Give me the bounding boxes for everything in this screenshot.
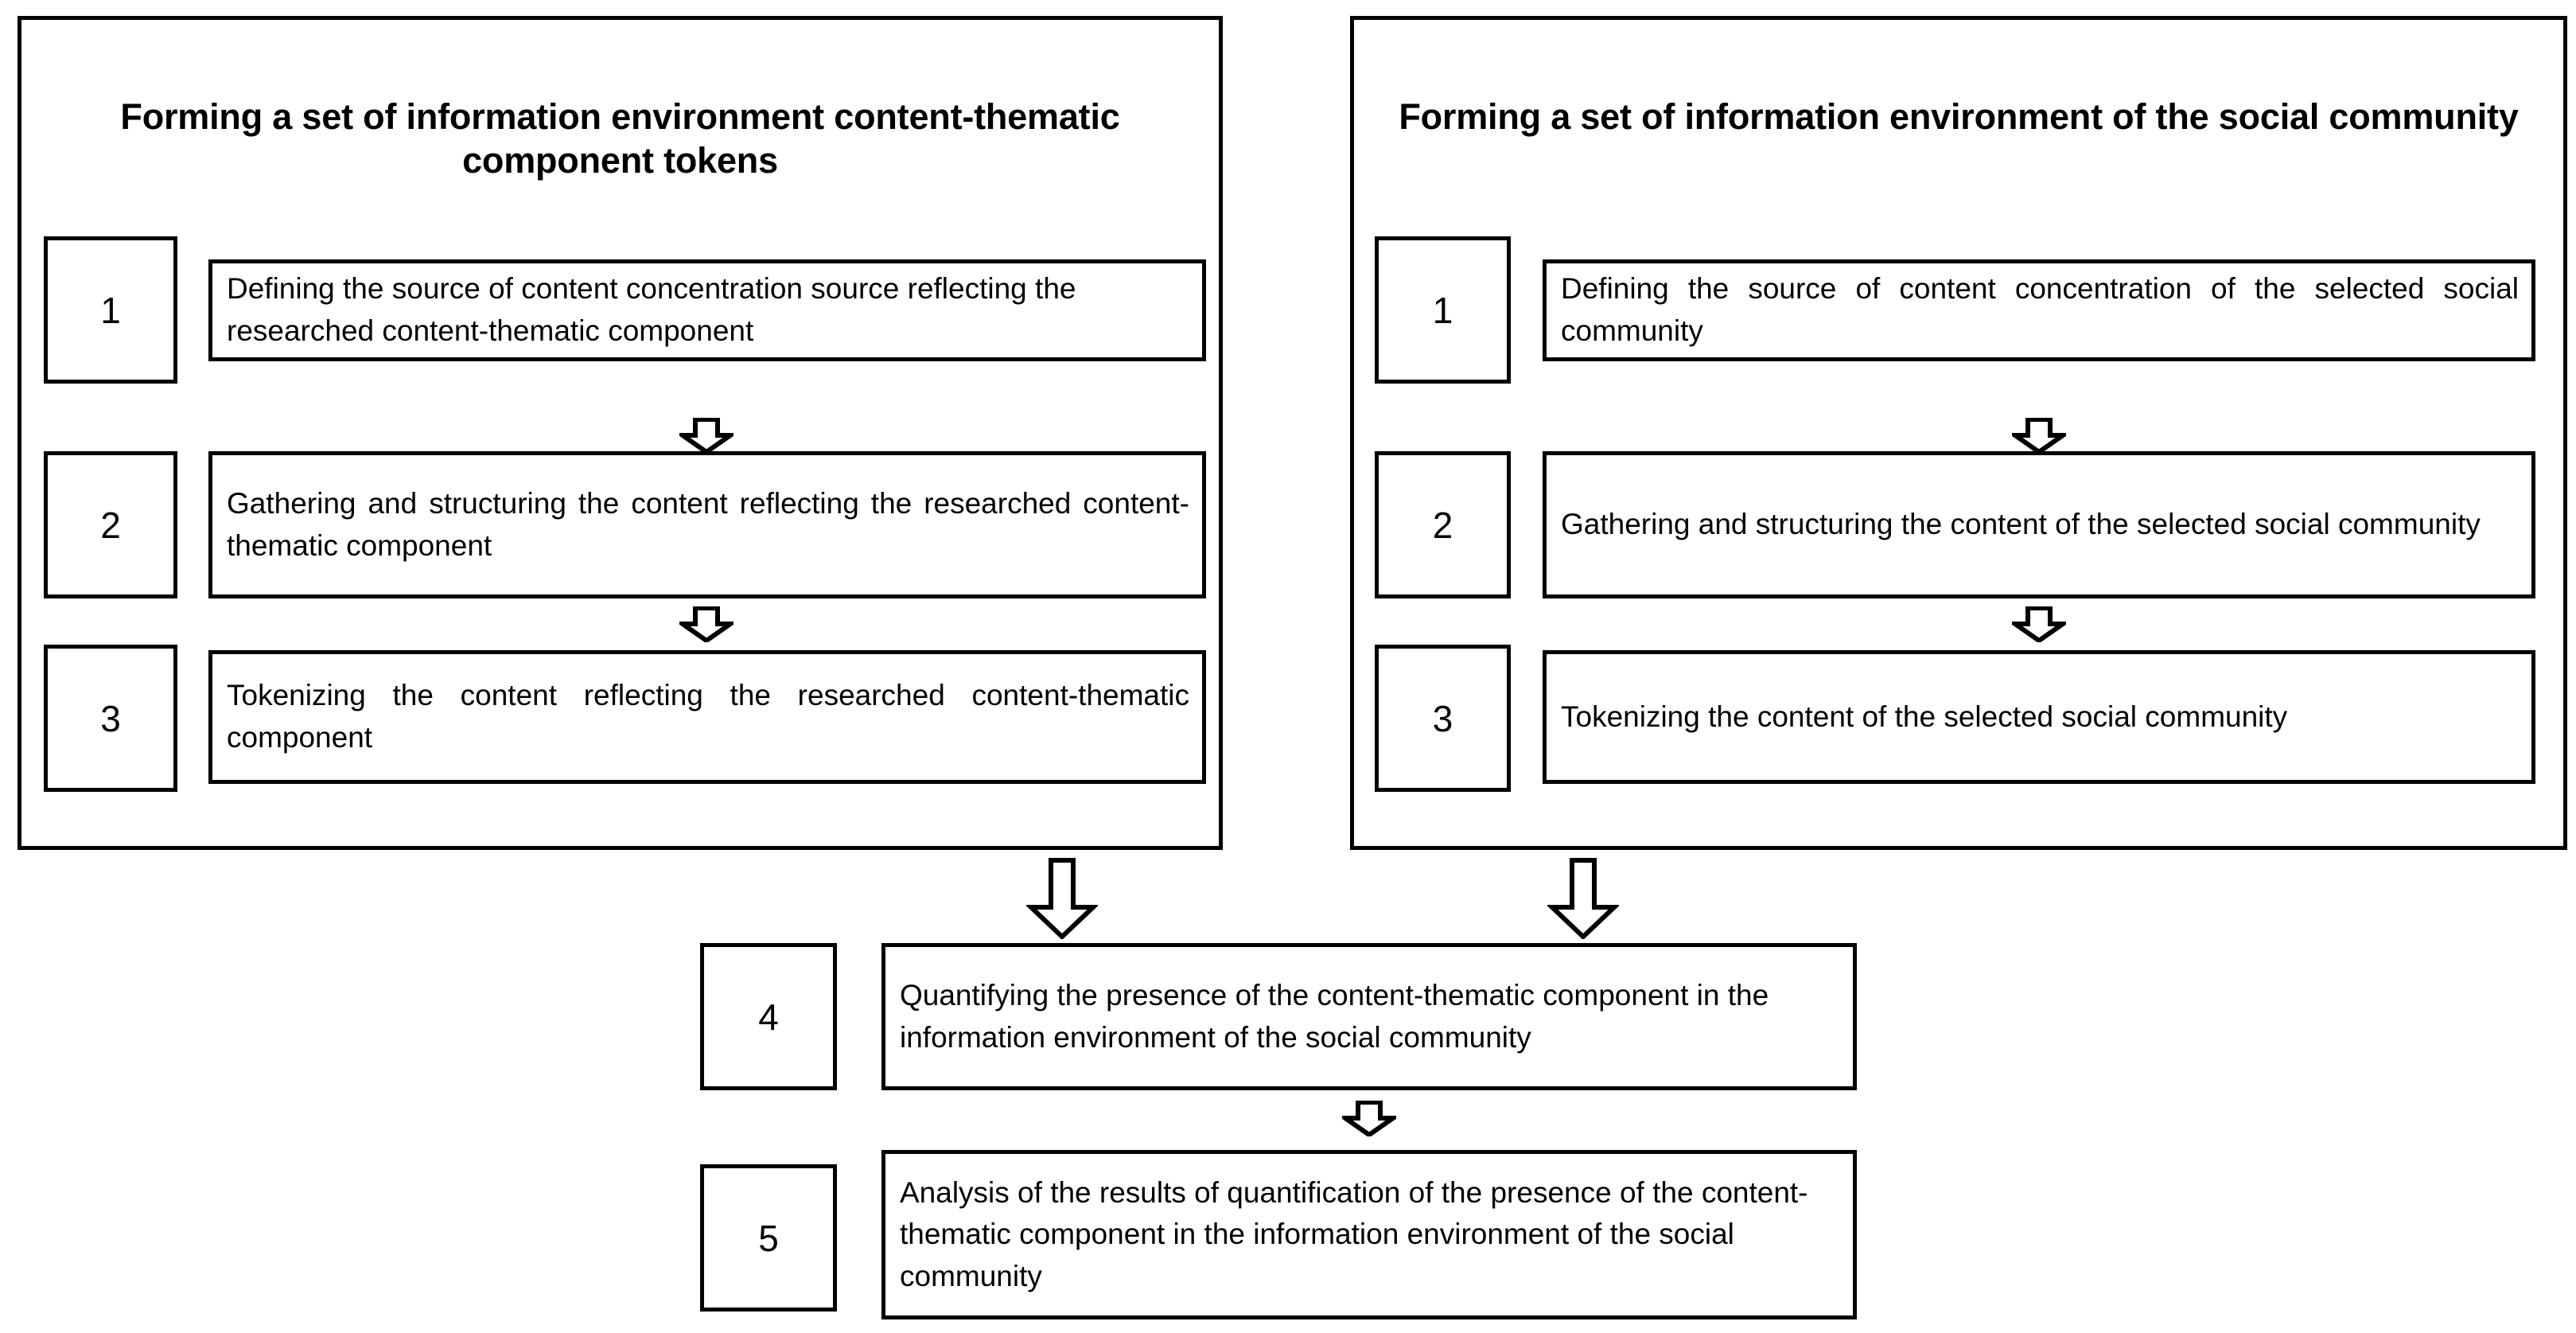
step-text-box-right-2: Gathering and structuring the content of… bbox=[1543, 451, 2535, 598]
step-label-right-2: Gathering and structuring the content of… bbox=[1561, 508, 2481, 541]
step-number-box-right-3: 3 bbox=[1375, 645, 1511, 792]
step-text-box-left-2: Gathering and structuring the content re… bbox=[208, 451, 1206, 598]
step-number-right-3: 3 bbox=[1432, 697, 1453, 739]
step-label-4: Quantifying the presence of the content-… bbox=[900, 978, 1769, 1054]
step-number-box-left-3: 3 bbox=[44, 645, 177, 792]
step-text-box-left-1: Defining the source of content concentra… bbox=[208, 259, 1206, 361]
step-label-left-2: Gathering and structuring the content re… bbox=[227, 486, 1189, 562]
step-number-box-5: 5 bbox=[700, 1164, 837, 1312]
arrow-down-icon-left-2 bbox=[679, 606, 733, 642]
step-label-right-1: Defining the source of content concentra… bbox=[1561, 272, 2519, 347]
step-number-5: 5 bbox=[758, 1217, 779, 1259]
step-label-right-3: Tokenizing the content of the selected s… bbox=[1561, 700, 2288, 733]
step-number-box-4: 4 bbox=[700, 943, 837, 1090]
step-number-right-2: 2 bbox=[1432, 504, 1453, 546]
step-text-box-right-1: Defining the source of content concentra… bbox=[1543, 259, 2535, 361]
step-label-left-1: Defining the source of content concentra… bbox=[227, 272, 1076, 347]
step-number-4: 4 bbox=[758, 996, 779, 1038]
step-text-box-right-3: Tokenizing the content of the selected s… bbox=[1543, 650, 2535, 784]
step-number-left-2: 2 bbox=[100, 504, 121, 546]
step-number-left-3: 3 bbox=[100, 697, 121, 739]
step-number-box-left-1: 1 bbox=[44, 236, 177, 384]
step-number-left-1: 1 bbox=[100, 289, 121, 331]
arrow-down-icon-4-to-5 bbox=[1342, 1101, 1396, 1136]
step-label-5: Analysis of the results of quantificatio… bbox=[900, 1175, 1808, 1292]
step-text-box-left-3: Tokenizing the content reflecting the re… bbox=[208, 650, 1206, 784]
arrow-down-icon-left-1 bbox=[679, 418, 733, 454]
arrow-down-icon-right-1 bbox=[2012, 418, 2066, 454]
panel-left-title: Forming a set of information environment… bbox=[120, 96, 1120, 181]
arrow-down-icon-right-2 bbox=[2012, 606, 2066, 642]
step-number-box-right-2: 2 bbox=[1375, 451, 1511, 598]
step-number-right-1: 1 bbox=[1432, 289, 1453, 331]
step-number-box-left-2: 2 bbox=[44, 451, 177, 598]
arrow-down-icon-merge-right bbox=[1547, 858, 1619, 939]
step-text-box-4: Quantifying the presence of the content-… bbox=[881, 943, 1857, 1090]
step-number-box-right-1: 1 bbox=[1375, 236, 1511, 384]
step-label-left-3: Tokenizing the content reflecting the re… bbox=[227, 679, 1189, 754]
arrow-down-icon-merge-left bbox=[1026, 858, 1098, 939]
panel-right-title: Forming a set of information environment… bbox=[1399, 96, 2519, 137]
step-text-box-5: Analysis of the results of quantificatio… bbox=[881, 1150, 1857, 1319]
